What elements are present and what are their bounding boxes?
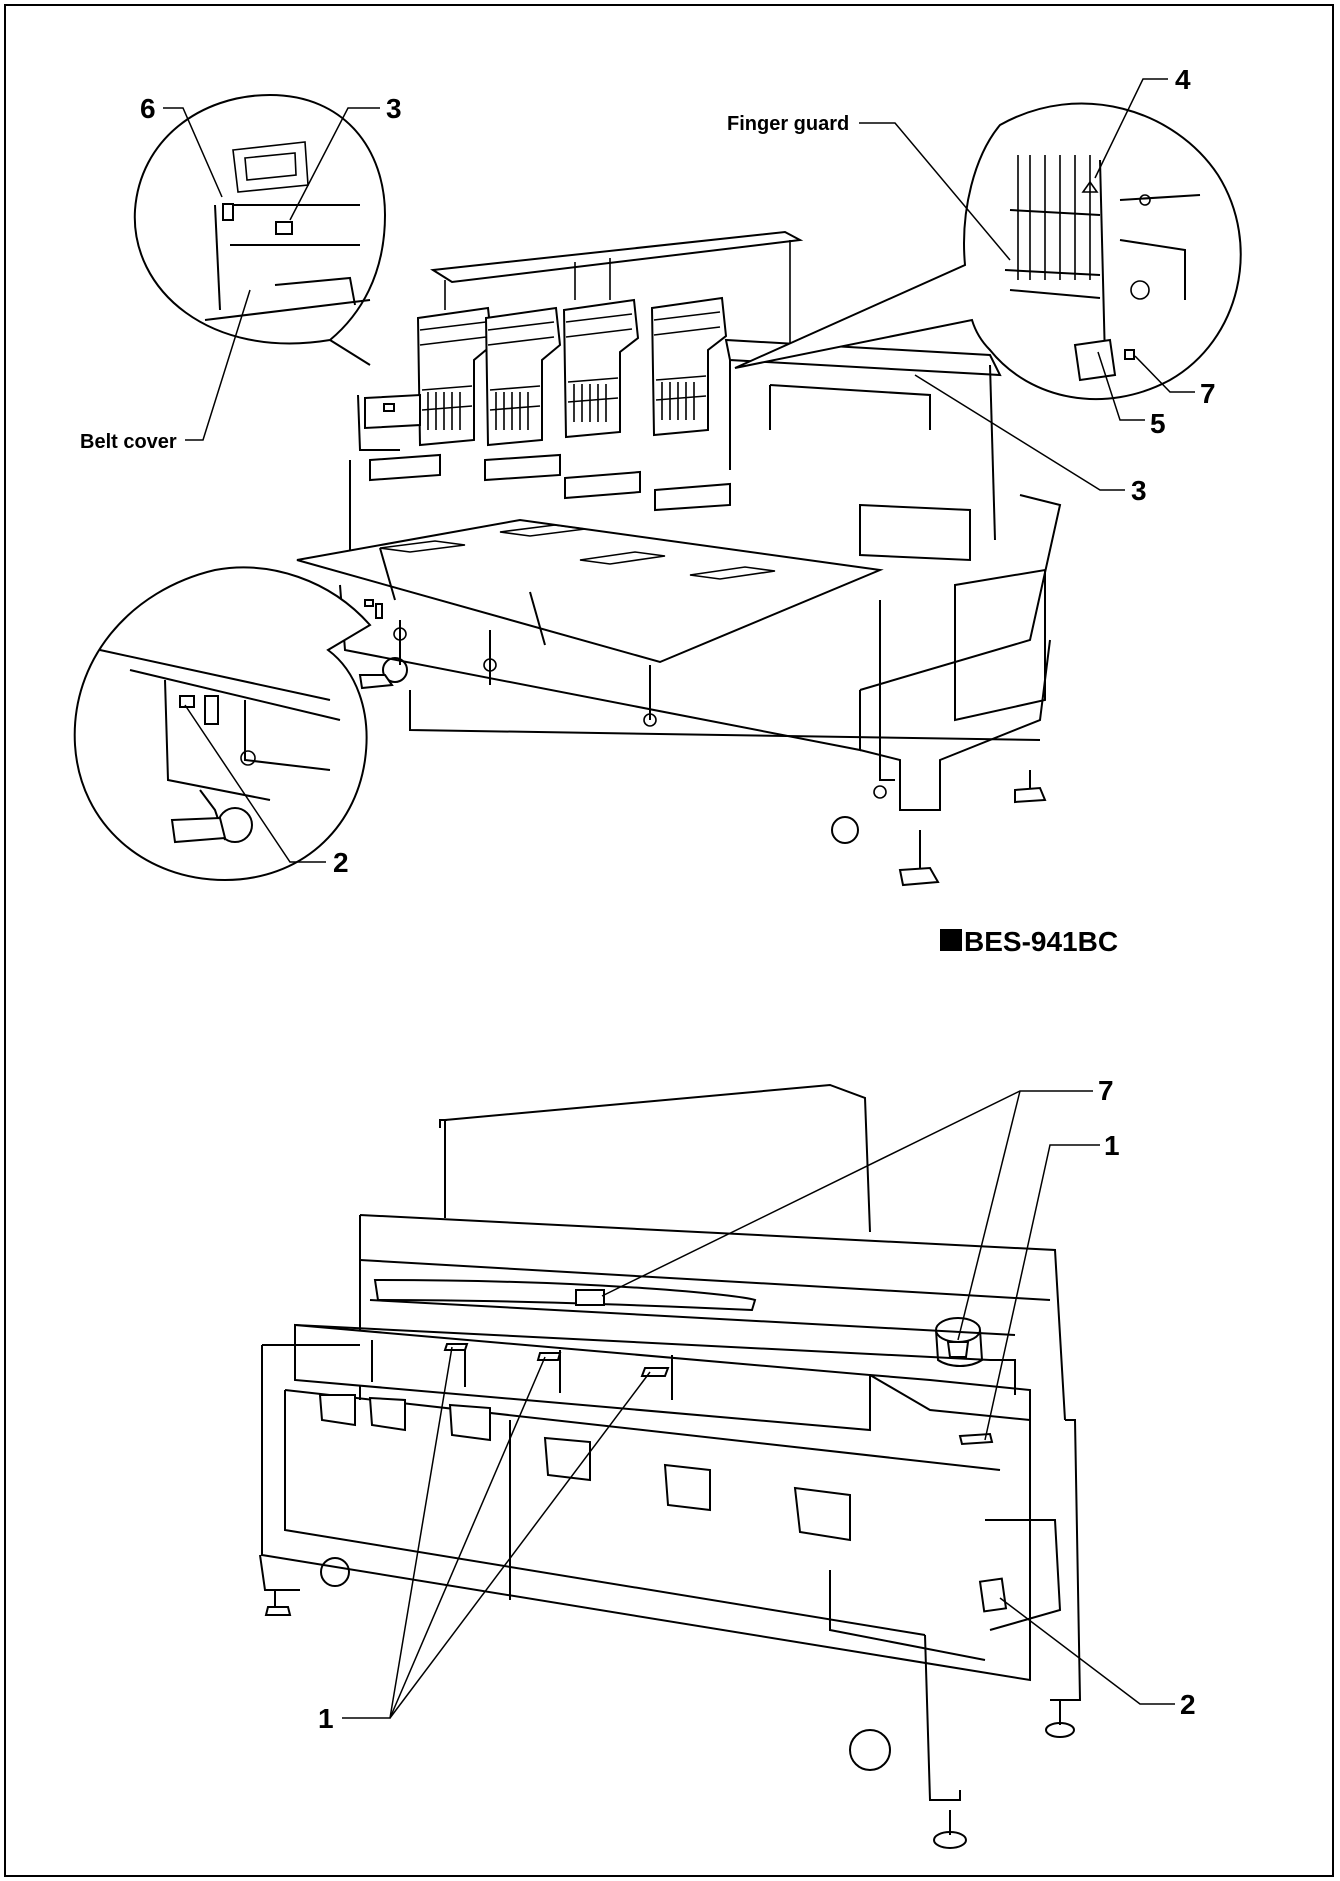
- callout-2-bottom: 2: [1180, 1689, 1196, 1720]
- label-belt-cover: Belt cover: [80, 431, 177, 453]
- detail-circle-finger-guard: [734, 102, 1242, 400]
- callout-1-top: 1: [1104, 1130, 1120, 1161]
- callout-7-bottom: 7: [1098, 1075, 1114, 1106]
- model-name: BES-941BC: [964, 926, 1118, 957]
- top-leader-lines: [163, 78, 1195, 863]
- callout-6: 6: [140, 93, 156, 124]
- label-finger-guard: Finger guard: [727, 113, 849, 135]
- page-frame: [4, 4, 1334, 1877]
- bottom-machine-drawing: [259, 1083, 1082, 1849]
- callout-3-right: 3: [1131, 475, 1147, 506]
- bottom-leader-lines: [342, 1090, 1175, 1719]
- callout-1-bottom: 1: [318, 1703, 334, 1734]
- callout-2-top: 2: [333, 847, 349, 878]
- model-marker-square: [940, 929, 962, 951]
- head-2: [484, 306, 562, 447]
- head-4: [650, 296, 728, 437]
- callout-7-top: 7: [1200, 378, 1216, 409]
- top-machine-drawing: [296, 230, 1062, 887]
- head-3: [562, 298, 640, 439]
- detail-circle-power-switch: [73, 566, 372, 882]
- head-1: [416, 306, 494, 447]
- callout-3-left: 3: [386, 93, 402, 124]
- detail-circle-belt-cover: [133, 93, 387, 366]
- callout-4: 4: [1175, 64, 1191, 95]
- callout-5: 5: [1150, 408, 1166, 439]
